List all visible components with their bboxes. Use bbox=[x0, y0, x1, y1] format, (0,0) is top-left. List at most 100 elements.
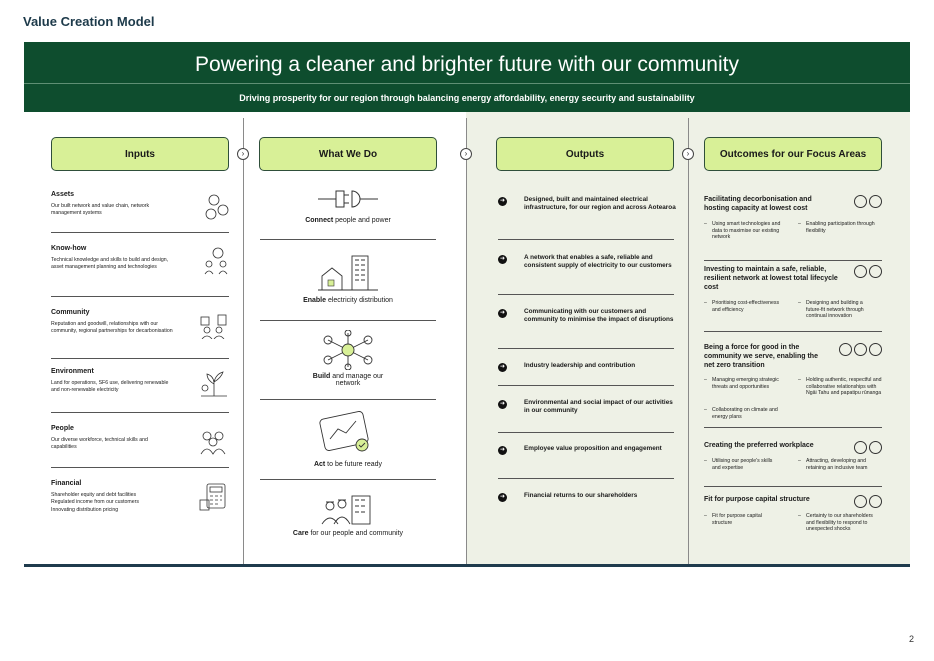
focus-icon bbox=[839, 343, 852, 356]
focus-icon bbox=[854, 195, 867, 208]
output-text: A network that enables a safe, reliable … bbox=[524, 254, 672, 270]
outcome-title: Investing to maintain a safe, reliable, … bbox=[704, 266, 838, 291]
column-divider bbox=[466, 118, 467, 564]
column-divider bbox=[688, 118, 689, 564]
outcome-title: Facilitating decorbonisation and hosting… bbox=[704, 196, 812, 212]
what-we-do-care: Care for our people and community bbox=[260, 492, 436, 542]
outcome-force-for-good: Being a force for good in the community … bbox=[704, 343, 882, 433]
know-how-icon bbox=[204, 247, 228, 275]
people-icon bbox=[200, 431, 226, 455]
input-desc: Our diverse workforce, technical skills … bbox=[51, 437, 148, 451]
divider bbox=[260, 239, 436, 240]
banner: Powering a cleaner and brighter future w… bbox=[24, 42, 910, 112]
community-icon bbox=[200, 314, 227, 339]
outcome-bullet: –Designing and building a future-fit net… bbox=[798, 300, 864, 320]
buildings-icon bbox=[318, 255, 378, 291]
input-title: Know-how bbox=[51, 245, 87, 252]
outcome-bullet: –Collaborating on climate and energy pla… bbox=[704, 407, 778, 420]
banner-subhead: Driving prosperity for our region throug… bbox=[239, 93, 695, 103]
focus-icon bbox=[869, 495, 882, 508]
output-text: Industry leadership and contribution bbox=[524, 362, 636, 369]
divider bbox=[704, 486, 882, 487]
input-desc: Reputation and goodwill, relationships w… bbox=[51, 321, 173, 335]
what-we-do-connect: Connect people and power bbox=[260, 184, 436, 234]
divider bbox=[498, 239, 674, 240]
output-item: ➜ Financial returns to our shareholders bbox=[498, 492, 678, 502]
divider bbox=[498, 478, 674, 479]
what-we-do-caption: Act to be future ready bbox=[313, 461, 383, 468]
input-title: Environment bbox=[51, 368, 94, 375]
input-title: Financial bbox=[51, 480, 82, 487]
divider bbox=[498, 294, 674, 295]
input-title: Community bbox=[51, 309, 90, 316]
output-item: ➜ Environmental and social impact of our… bbox=[498, 399, 678, 415]
output-item: ➜ Communicating with our customers and c… bbox=[498, 308, 678, 324]
tablet-chart-icon bbox=[319, 411, 369, 452]
banner-divider bbox=[24, 83, 910, 84]
divider bbox=[51, 232, 229, 233]
outputs-header: Outputs bbox=[496, 137, 674, 171]
outcome-bullet: –Attracting, developing and retaining an… bbox=[798, 458, 868, 471]
input-financial: Financial Shareholder equity and debt fa… bbox=[51, 480, 229, 514]
workers-icon bbox=[321, 495, 371, 525]
outcome-resilient-network: Investing to maintain a safe, reliable, … bbox=[704, 265, 882, 325]
input-desc: Shareholder equity and debt facilities R… bbox=[51, 492, 139, 513]
focus-icon bbox=[854, 441, 867, 454]
outcomes-header: Outcomes for our Focus Areas bbox=[704, 137, 882, 171]
outcome-bullet: –Enabling participation through flexibil… bbox=[798, 221, 875, 234]
focus-icon bbox=[869, 441, 882, 454]
value-creation-slide: Powering a cleaner and brighter future w… bbox=[24, 42, 910, 568]
focus-icon bbox=[869, 265, 882, 278]
inputs-header: Inputs bbox=[51, 137, 229, 171]
divider bbox=[260, 479, 436, 480]
output-item: ➜ A network that enables a safe, reliabl… bbox=[498, 254, 678, 270]
focus-area-icons bbox=[839, 343, 882, 356]
divider bbox=[51, 296, 229, 297]
focus-area-icons bbox=[854, 195, 882, 208]
outcome-bullet: –Prioritising cost-effectiveness and eff… bbox=[704, 300, 780, 313]
arrow-right-icon: ➜ bbox=[498, 255, 507, 264]
what-we-do-build: Build and manage our network bbox=[260, 330, 436, 390]
output-text: Environmental and social impact of our a… bbox=[524, 399, 673, 415]
page-number: 2 bbox=[908, 634, 914, 644]
input-desc: Land for operations, SF6 use, delivering… bbox=[51, 380, 169, 394]
outcome-bullet: –Using smart technologies and data to ma… bbox=[704, 221, 781, 241]
divider bbox=[498, 432, 674, 433]
what-we-do-act: Act to be future ready bbox=[260, 409, 436, 471]
output-item: ➜ Designed, built and maintained electri… bbox=[498, 196, 678, 212]
assets-icon bbox=[205, 194, 229, 220]
input-people: People Our diverse workforce, technical … bbox=[51, 425, 229, 455]
arrow-right-icon: ➜ bbox=[498, 493, 507, 502]
focus-area-icons bbox=[854, 265, 882, 278]
chevron-right-icon: › bbox=[237, 148, 249, 160]
focus-area-icons bbox=[854, 495, 882, 508]
input-desc: Our built network and value chain, netwo… bbox=[51, 203, 150, 217]
output-text: Designed, built and maintained electrica… bbox=[524, 196, 676, 212]
divider bbox=[51, 412, 229, 413]
outcome-bullet: –Fit for purpose capital structure bbox=[704, 513, 762, 526]
divider bbox=[704, 260, 882, 261]
divider bbox=[704, 427, 882, 428]
focus-area-icons bbox=[854, 441, 882, 454]
banner-headline: Powering a cleaner and brighter future w… bbox=[195, 53, 739, 76]
outcome-title: Being a force for good in the community … bbox=[704, 344, 818, 369]
outcome-bullet: –Utilising our people's skills and exper… bbox=[704, 458, 773, 471]
what-we-do-header: What We Do bbox=[259, 137, 437, 171]
what-we-do-caption: Build and manage our network bbox=[312, 373, 384, 387]
arrow-right-icon: ➜ bbox=[498, 446, 507, 455]
input-know-how: Know-how Technical knowledge and skills … bbox=[51, 245, 229, 275]
output-item: ➜ Employee value proposition and engagem… bbox=[498, 445, 678, 455]
outcome-title: Fit for purpose capital structure bbox=[704, 496, 810, 503]
divider bbox=[498, 348, 674, 349]
arrow-right-icon: ➜ bbox=[498, 400, 507, 409]
input-title: Assets bbox=[51, 191, 74, 198]
chevron-right-icon: › bbox=[682, 148, 694, 160]
page-title: Value Creation Model bbox=[23, 14, 155, 29]
outcome-bullet: –Holding authentic, respectful and colla… bbox=[798, 377, 882, 397]
arrow-right-icon: ➜ bbox=[498, 197, 507, 206]
plug-icon bbox=[318, 190, 378, 208]
divider bbox=[260, 320, 436, 321]
outcome-title: Creating the preferred workplace bbox=[704, 442, 814, 449]
input-title: People bbox=[51, 425, 74, 432]
what-we-do-caption: Enable electricity distribution bbox=[303, 297, 393, 304]
